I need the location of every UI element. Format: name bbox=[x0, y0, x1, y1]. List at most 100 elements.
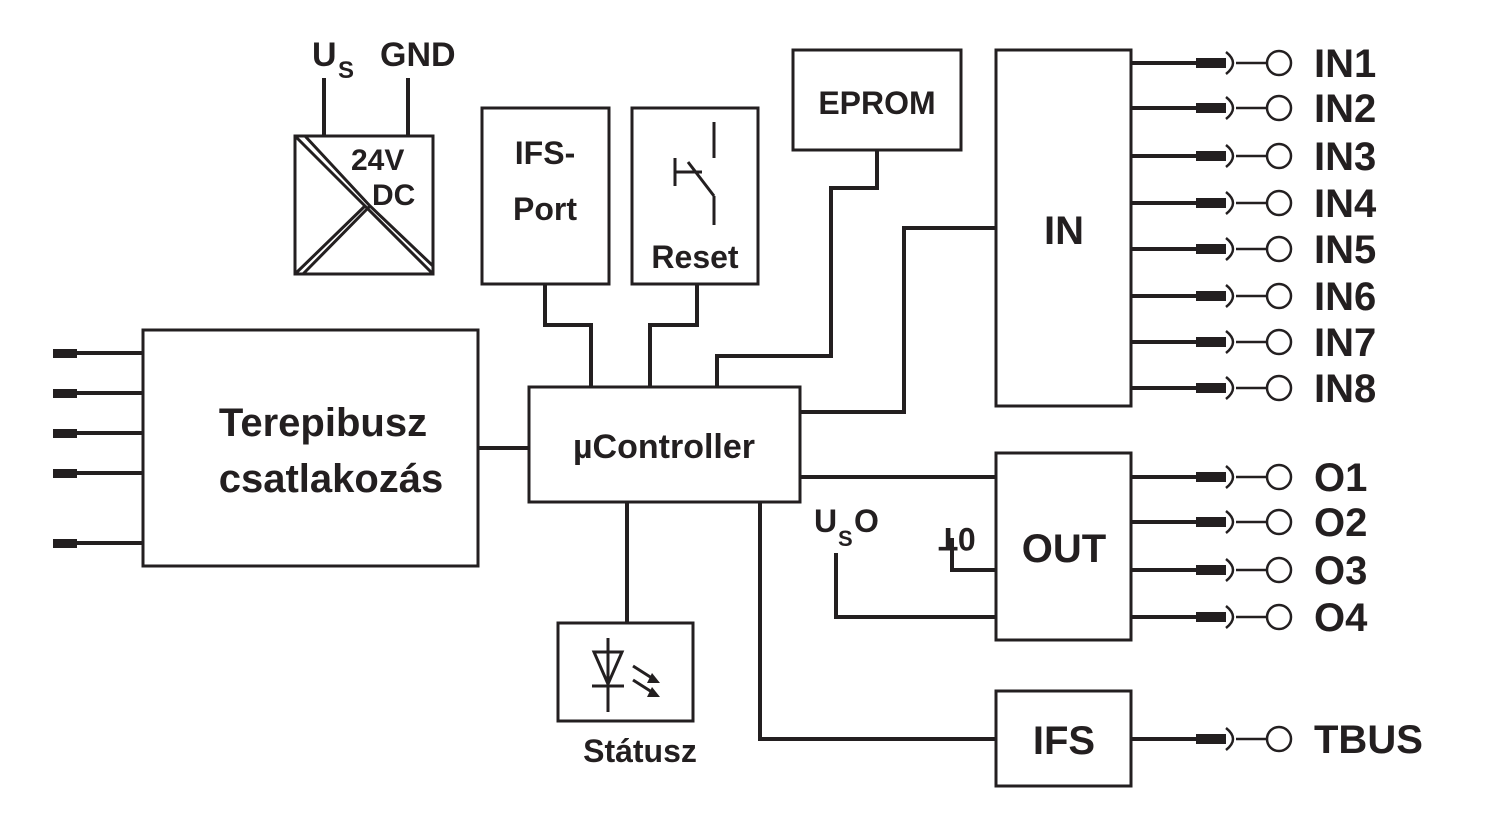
input-terminal-4: IN4 bbox=[1131, 182, 1377, 226]
output-terminal-4: O4 bbox=[1131, 596, 1368, 640]
uso-label: U bbox=[814, 503, 837, 539]
input-terminal-5-hook bbox=[1225, 237, 1235, 261]
input-terminal-3-ring bbox=[1265, 142, 1293, 170]
output-terminal-3-hook bbox=[1225, 558, 1235, 582]
out-block: OUT U S O 0T bbox=[800, 451, 1133, 642]
output-terminal-1-hook bbox=[1225, 465, 1235, 489]
input-terminal-2-ring bbox=[1265, 94, 1293, 122]
uso-wire bbox=[834, 553, 996, 619]
ifs-block: IFS bbox=[758, 502, 1133, 788]
zero-t-wire bbox=[950, 538, 996, 572]
input-terminal-7-hook bbox=[1225, 330, 1235, 354]
controller-label: µController bbox=[573, 428, 755, 466]
uso-tail: O bbox=[854, 503, 879, 539]
ifs-port-block: IFS- Port bbox=[480, 106, 611, 387]
tbus: TBUS bbox=[1131, 718, 1423, 762]
tbus-ring bbox=[1265, 725, 1293, 753]
input-terminal-6-ring bbox=[1265, 282, 1293, 310]
fieldbus-line1: Terepibusz bbox=[219, 401, 427, 445]
output-terminal-1-label: O1 bbox=[1314, 456, 1367, 500]
output-terminal-2-label: O2 bbox=[1314, 501, 1367, 545]
input-terminal-3-label: IN3 bbox=[1314, 135, 1376, 179]
input-terminal-7: IN7 bbox=[1131, 321, 1376, 365]
controller-box bbox=[527, 385, 802, 504]
in-box bbox=[994, 48, 1133, 408]
output-terminal-4-plug bbox=[1196, 612, 1226, 622]
status-box bbox=[556, 621, 695, 723]
eprom-label: EPROM bbox=[818, 85, 935, 121]
input-terminal-2-hook bbox=[1225, 96, 1235, 120]
output-terminal-1: O1 bbox=[1131, 456, 1367, 500]
converter-x-icon bbox=[293, 134, 435, 276]
out-box bbox=[994, 451, 1133, 642]
input-terminal-1-label: IN1 bbox=[1314, 42, 1376, 86]
ifs-box bbox=[994, 689, 1133, 788]
output-terminal-1-ring bbox=[1265, 463, 1293, 491]
fieldbus-box bbox=[141, 328, 480, 568]
input-terminal-1-plug bbox=[1196, 58, 1226, 68]
input-terminal-6-plug bbox=[1196, 291, 1226, 301]
tbus-label: TBUS bbox=[1314, 718, 1423, 762]
psu-type: DC bbox=[372, 179, 415, 212]
output-terminal-2: O2 bbox=[1131, 501, 1367, 545]
in-block: IN bbox=[800, 48, 1133, 414]
input-terminal-5-ring bbox=[1265, 235, 1293, 263]
eprom-wire bbox=[715, 150, 879, 387]
ifs-wire bbox=[758, 502, 996, 741]
input-terminal-1: IN1 bbox=[1131, 42, 1376, 86]
input-terminal-4-hook bbox=[1225, 191, 1235, 215]
tbus-plug bbox=[1196, 734, 1226, 744]
input-terminal-8: IN8 bbox=[1131, 367, 1376, 411]
status-label: Státusz bbox=[583, 733, 697, 769]
controller-block: µController bbox=[527, 385, 802, 504]
input-terminal-2-label: IN2 bbox=[1314, 87, 1376, 131]
output-terminal-2-hook bbox=[1225, 510, 1235, 534]
fieldbus-line2: csatlakozás bbox=[219, 457, 444, 501]
tbus-hook bbox=[1225, 727, 1235, 751]
zero-t-label: 0T bbox=[938, 521, 976, 557]
input-terminal-8-ring bbox=[1265, 374, 1293, 402]
gnd-label: GND bbox=[380, 36, 456, 74]
reset-block: Reset bbox=[630, 106, 760, 387]
output-terminal-4-hook bbox=[1225, 605, 1235, 629]
ifs-port-wire bbox=[543, 284, 593, 387]
us-subscript: S bbox=[338, 57, 354, 84]
fieldbus-block: Terepibusz csatlakozás bbox=[53, 328, 529, 568]
input-terminal-7-plug bbox=[1196, 337, 1226, 347]
input-terminal-4-plug bbox=[1196, 198, 1226, 208]
psu-voltage: 24V bbox=[351, 144, 404, 177]
input-terminal-8-hook bbox=[1225, 376, 1235, 400]
input-terminal-2-plug bbox=[1196, 103, 1226, 113]
output-terminal-4-ring bbox=[1265, 603, 1293, 631]
input-terminal-8-label: IN8 bbox=[1314, 367, 1376, 411]
ifs-port-box bbox=[480, 106, 611, 286]
input-terminal-3-plug bbox=[1196, 151, 1226, 161]
input-terminal-7-ring bbox=[1265, 328, 1293, 356]
input-terminal-2: IN2 bbox=[1131, 87, 1376, 131]
input-terminal-5: IN5 bbox=[1131, 228, 1376, 272]
input-terminal-5-plug bbox=[1196, 244, 1226, 254]
ifs-port-line1: IFS- bbox=[515, 135, 575, 171]
in-bus-wire bbox=[800, 226, 996, 414]
out-label: OUT bbox=[1022, 527, 1106, 571]
input-terminal-6-label: IN6 bbox=[1314, 275, 1376, 319]
ifs-port-line2: Port bbox=[513, 191, 577, 227]
us-label: U bbox=[312, 36, 337, 74]
reset-label: Reset bbox=[651, 239, 739, 275]
input-terminal-7-label: IN7 bbox=[1314, 321, 1376, 365]
output-terminal-3-plug bbox=[1196, 565, 1226, 575]
led-icon bbox=[591, 638, 660, 712]
tbus-terminal: TBUS bbox=[1131, 718, 1423, 762]
output-terminal-4-label: O4 bbox=[1314, 596, 1368, 640]
input-terminal-6: IN6 bbox=[1131, 275, 1376, 319]
input-terminal-5-label: IN5 bbox=[1314, 228, 1376, 272]
status-block: Státusz bbox=[556, 502, 697, 769]
reset-wire bbox=[648, 284, 699, 387]
fieldbus-pins bbox=[53, 349, 143, 548]
output-terminal-3-ring bbox=[1265, 556, 1293, 584]
output-terminal-2-ring bbox=[1265, 508, 1293, 536]
input-terminal-4-label: IN4 bbox=[1314, 182, 1377, 226]
